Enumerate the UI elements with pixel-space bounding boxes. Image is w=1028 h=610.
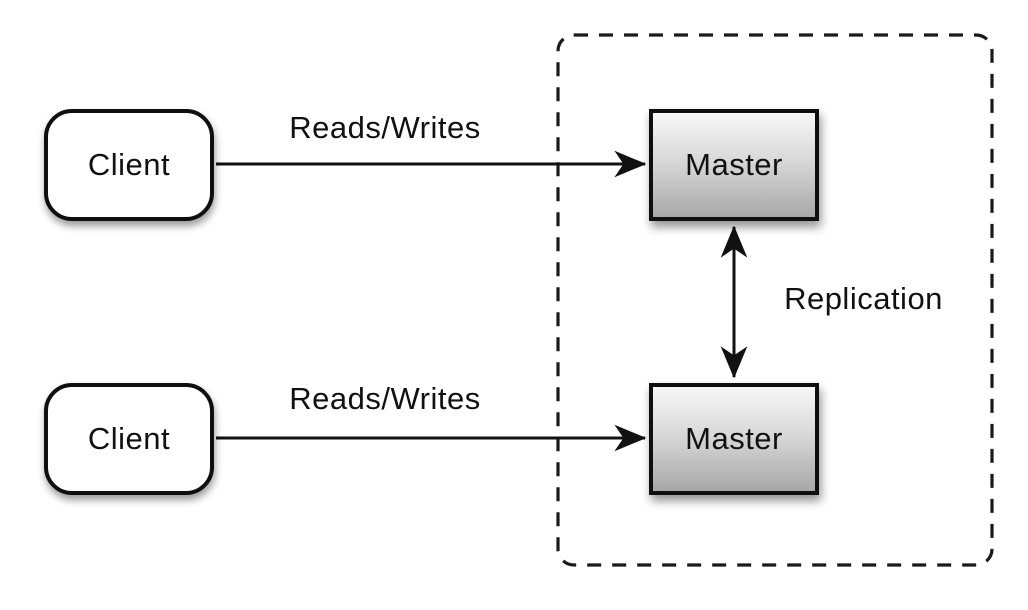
master-label: Master: [685, 421, 783, 456]
edge-label-reads-writes-top: Reads/Writes: [289, 110, 481, 145]
master-node-bottom: Master: [649, 383, 819, 495]
edge-label-replication: Replication: [784, 281, 943, 316]
client-node-bottom: Client: [44, 383, 214, 495]
edge-label-reads-writes-bottom: Reads/Writes: [289, 381, 481, 416]
master-label: Master: [685, 147, 783, 182]
client-label: Client: [87, 421, 171, 456]
replication-group-boundary: [556, 33, 994, 567]
client-label: Client: [87, 147, 171, 182]
client-node-top: Client: [44, 109, 214, 221]
master-node-top: Master: [649, 109, 819, 221]
